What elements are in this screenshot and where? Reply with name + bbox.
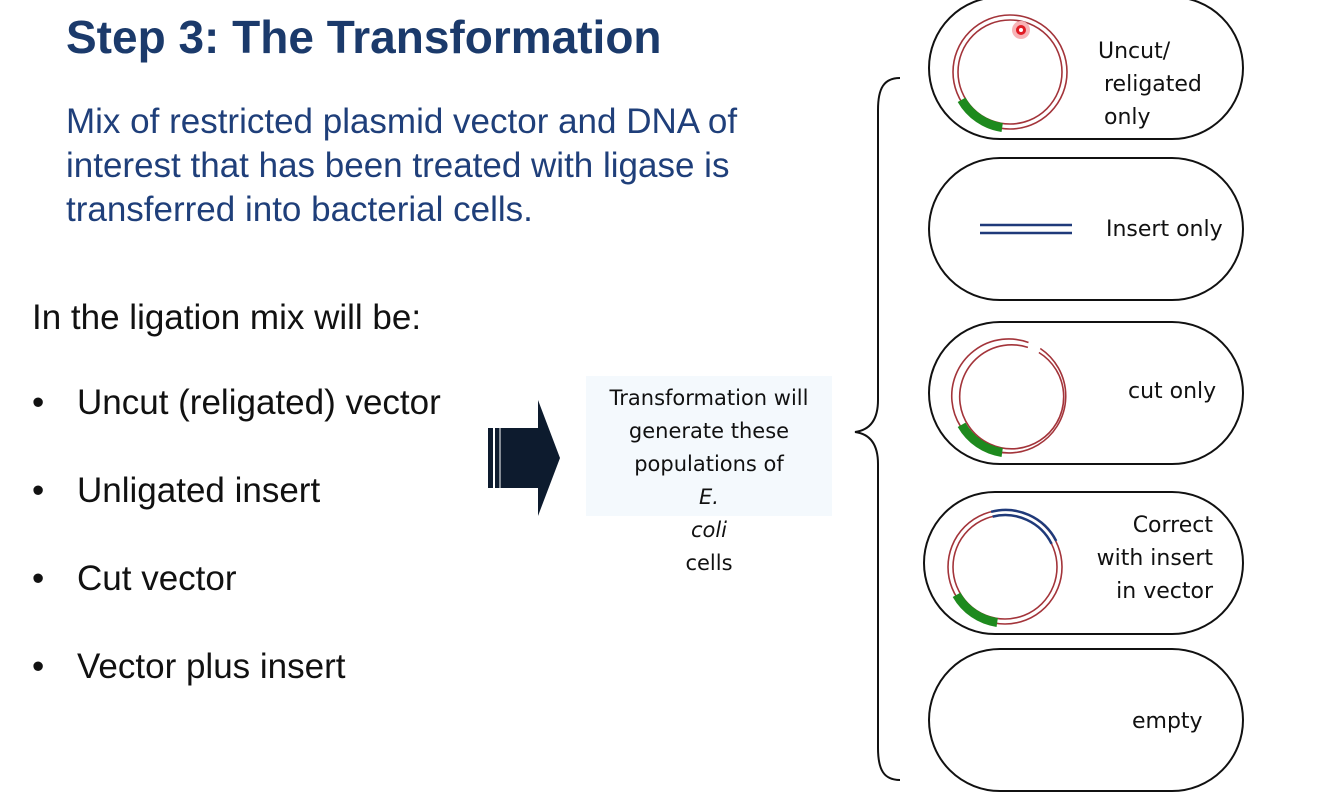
note-line: generate these <box>628 419 790 443</box>
intro-line: transferred into bacterial cells. <box>66 190 533 229</box>
insert-dna-diagram <box>980 223 1072 235</box>
plasmid-diagram <box>952 14 1068 132</box>
cell-label-line: Correct <box>1132 513 1213 538</box>
cell-label-line: Insert only <box>1106 217 1223 242</box>
cell-label: empty <box>1132 705 1203 738</box>
plasmid-diagram <box>947 508 1063 627</box>
list-item-text: Vector plus insert <box>77 647 346 686</box>
ecoli-cell-correct: Correct with insert in vector <box>923 491 1244 635</box>
cell-label: cut only <box>1128 375 1216 408</box>
intro-text: Mix of restricted plasmid vector and DNA… <box>66 100 806 232</box>
list-item: • Unligated insert <box>32 471 441 559</box>
list-item-text: Uncut (religated) vector <box>77 383 441 422</box>
right-arrow-icon <box>488 400 560 516</box>
ecoli-cell-insert: Insert only <box>928 157 1244 301</box>
list-item-text: Unligated insert <box>77 471 321 510</box>
ecoli-cell-uncut: Uncut/ religated only <box>928 0 1244 140</box>
note-text: cells <box>685 551 733 575</box>
species-name: coli <box>690 518 728 542</box>
cell-label-line: religated <box>1104 72 1202 97</box>
intro-line: interest that has been treated with liga… <box>66 146 730 185</box>
list-item: • Uncut (religated) vector <box>32 383 441 471</box>
cell-label: Insert only <box>1106 213 1223 246</box>
slide-title: Step 3: The Transformation <box>66 11 662 63</box>
list-item: • Vector plus insert <box>32 647 441 735</box>
note-text: populations of <box>634 452 784 476</box>
ecoli-cell-cut: cut only <box>928 321 1244 465</box>
cell-label-line: cut only <box>1128 379 1217 404</box>
list-item: • Cut vector <box>32 559 441 647</box>
species-name: E. <box>699 485 719 509</box>
list-item-text: Cut vector <box>77 559 237 598</box>
cell-label-line: empty <box>1132 709 1203 734</box>
ecoli-cell-empty: empty <box>928 648 1244 792</box>
plasmid-diagram <box>951 338 1067 457</box>
cell-label: Uncut/ religated only <box>1098 35 1202 134</box>
cell-label-line: in vector <box>1116 579 1213 604</box>
cell-label: Correct with insert in vector <box>1083 509 1213 608</box>
bullet-icon: • <box>32 647 45 686</box>
ligation-mix-list: • Uncut (religated) vector • Unligated ins… <box>32 383 441 735</box>
bullet-icon: • <box>32 471 45 510</box>
cell-label-line: with insert <box>1096 546 1213 571</box>
note-line: coli cells <box>586 514 832 580</box>
curly-brace-icon <box>854 77 901 781</box>
note-line: populations of E. <box>586 448 832 514</box>
cell-label-line: Uncut/ <box>1098 39 1171 64</box>
intro-line: Mix of restricted plasmid vector and DNA… <box>66 102 738 141</box>
bullet-icon: • <box>32 559 45 598</box>
cell-label-line: only <box>1104 105 1151 130</box>
ligation-mix-heading: In the ligation mix will be: <box>32 298 422 337</box>
bullet-icon: • <box>32 383 45 422</box>
note-line: Transformation will <box>609 386 809 410</box>
transformation-note: Transformation will generate these popul… <box>586 376 832 575</box>
